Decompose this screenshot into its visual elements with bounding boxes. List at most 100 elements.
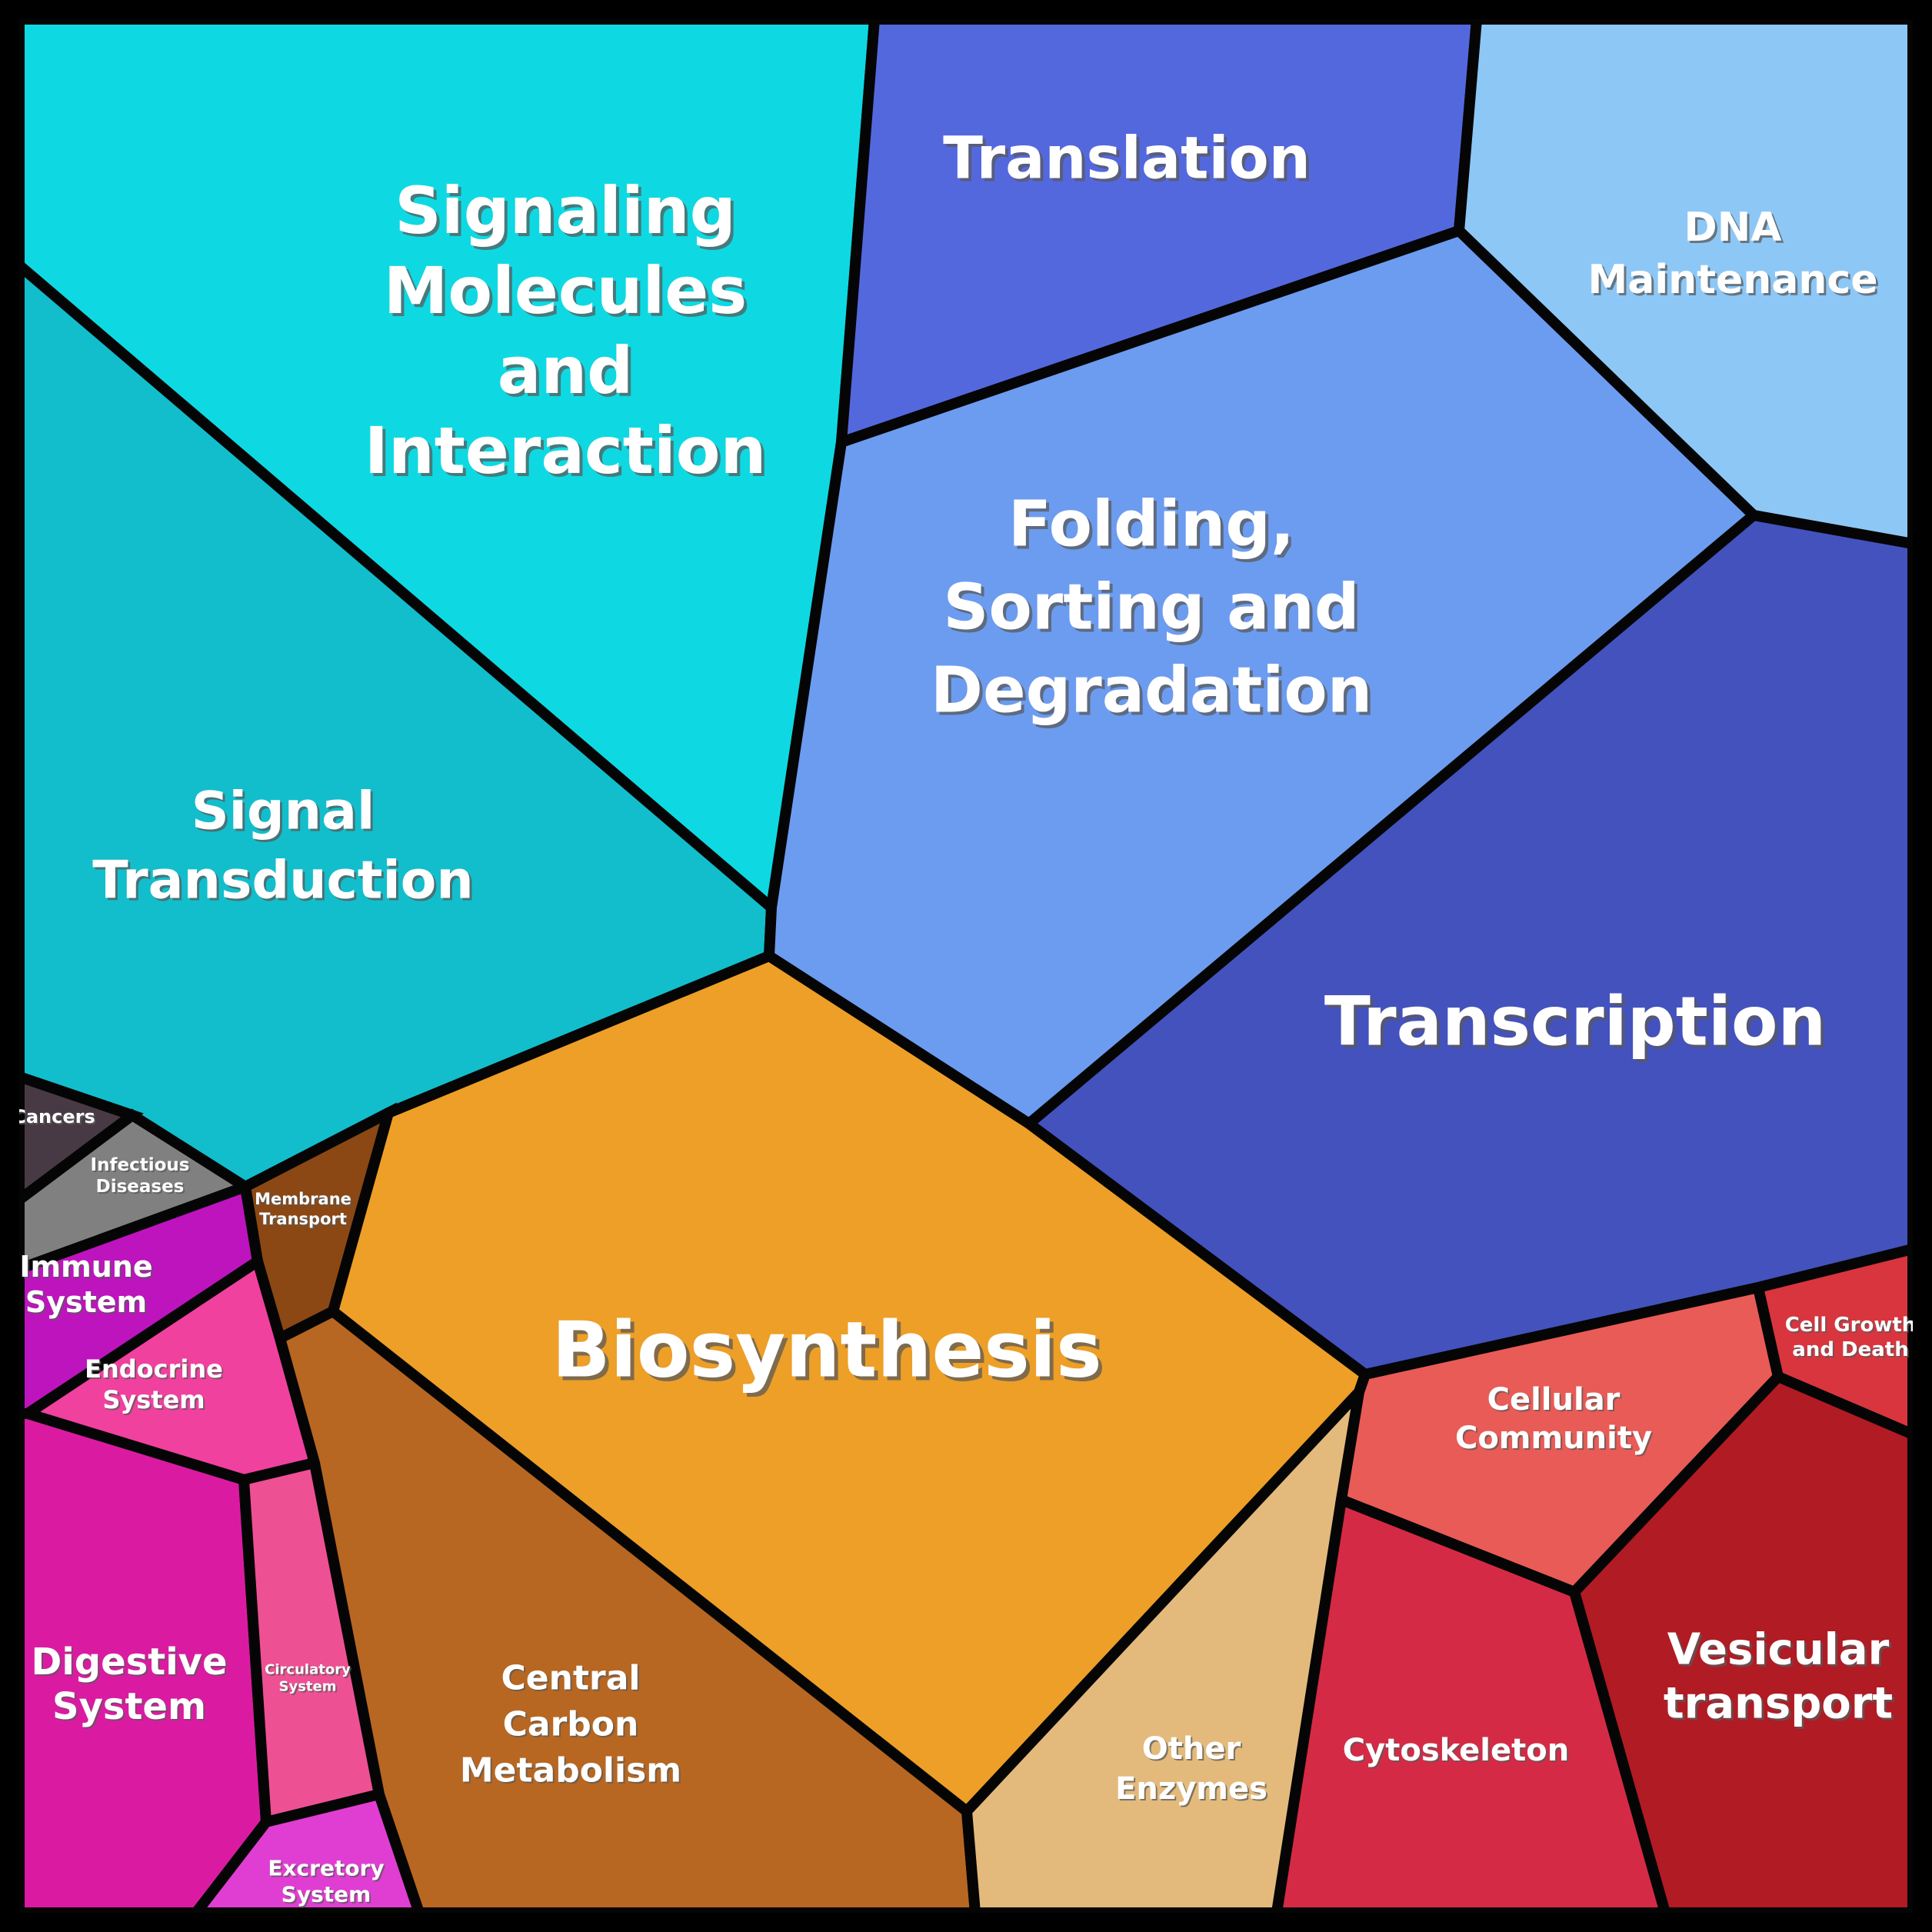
label-line: Digestive <box>32 1642 228 1685</box>
label-line: Infectious <box>92 1157 192 1177</box>
label-line: transport <box>1666 1681 1895 1731</box>
label-line: Transduction <box>95 853 476 914</box>
label-line: DNA <box>1687 207 1784 253</box>
label-line: Other <box>1144 1733 1243 1768</box>
label-line: Enzymes <box>1115 1771 1267 1807</box>
label-line: Signaling <box>398 176 738 251</box>
label-line: Infectious <box>91 1155 190 1175</box>
label-line: DNA <box>1684 205 1782 251</box>
label-line: System <box>102 1385 205 1414</box>
label-line: Excretory <box>269 1857 385 1883</box>
label-line: Cancers <box>14 1108 97 1129</box>
label-line: System <box>27 1287 148 1321</box>
label-line: Transduction <box>92 851 474 911</box>
label-line: Signaling <box>395 173 735 248</box>
label-line: Degradation <box>934 658 1375 731</box>
label-line: Cell Growth <box>1785 1314 1917 1337</box>
label-line: transport <box>1664 1679 1893 1729</box>
label-line: Excretory <box>268 1856 384 1881</box>
label-line: and Death <box>1792 1338 1908 1361</box>
label-line: System <box>281 1882 371 1907</box>
label-line: Interaction <box>368 416 770 491</box>
label-line: Cellular <box>1489 1384 1622 1419</box>
label-line: System <box>54 1687 208 1730</box>
label-line: Digestive <box>31 1641 227 1684</box>
label-transcription: Transcription <box>1324 982 1826 1061</box>
label-line: Sorting and <box>943 571 1359 645</box>
label-line: Carbon <box>505 1707 641 1746</box>
label-cytoskeleton-shadow: Cytoskeleton <box>1344 1734 1571 1770</box>
label-line: and <box>501 336 637 411</box>
label-line: Metabolism <box>461 1753 683 1792</box>
label-line: Degradation <box>931 655 1372 728</box>
label-line: Cytoskeleton <box>1344 1734 1571 1770</box>
cells-layer <box>14 14 1918 1918</box>
label-cytoskeleton: Cytoskeleton <box>1343 1733 1569 1768</box>
label-line: Cellular <box>1487 1382 1621 1417</box>
label-line: Interaction <box>365 413 767 488</box>
label-biosynthesis-shadow: Biosynthesis <box>555 1309 1105 1399</box>
label-line: Folding, <box>1008 488 1294 561</box>
label-line: Biosynthesis <box>551 1305 1101 1395</box>
label-line: and <box>498 333 634 408</box>
label-line: Membrane <box>255 1190 351 1208</box>
label-line: Vesicular <box>1670 1627 1892 1677</box>
label-line: Endocrine <box>86 1356 225 1385</box>
label-line: Circulatory <box>266 1664 352 1680</box>
label-translation-shadow: Translation <box>946 127 1314 195</box>
label-line: Other <box>1142 1731 1241 1767</box>
label-line: Molecules <box>387 256 750 331</box>
label-line: Circulatory <box>265 1662 351 1678</box>
label-line: Enzymes <box>1117 1773 1269 1808</box>
label-line: System <box>25 1285 147 1319</box>
label-line: Translation <box>943 124 1311 192</box>
label-line: Transcription <box>1327 985 1829 1064</box>
label-line: Diseases <box>98 1178 186 1198</box>
label-line: Endocrine <box>85 1354 223 1384</box>
label-line: Sorting and <box>946 575 1362 648</box>
label-line: Metabolism <box>460 1751 681 1790</box>
label-line: System <box>52 1685 206 1728</box>
label-biosynthesis: Biosynthesis <box>551 1305 1101 1395</box>
label-line: Carbon <box>503 1705 639 1744</box>
label-line: Molecules <box>384 253 747 328</box>
label-line: System <box>281 1681 338 1697</box>
label-line: Membrane <box>256 1191 353 1210</box>
label-line: Central <box>503 1661 642 1700</box>
label-line: Signal <box>194 784 378 844</box>
label-cancers-shadow: Cancers <box>14 1108 97 1129</box>
label-line: Translation <box>946 127 1314 195</box>
label-line: Transport <box>261 1211 348 1230</box>
label-line: Community <box>1455 1421 1652 1456</box>
label-line: Signal <box>192 781 375 842</box>
label-line: Maintenance <box>1587 257 1877 303</box>
label-line: Cytoskeleton <box>1343 1733 1569 1768</box>
